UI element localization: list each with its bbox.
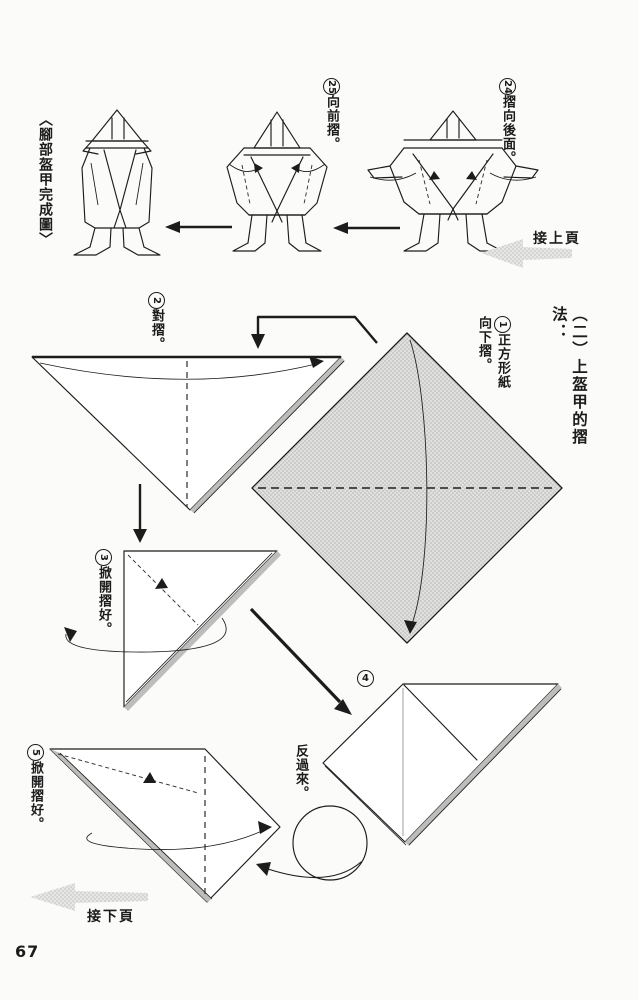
step1-paper-square: [251, 332, 563, 644]
step5-shape: [49, 748, 281, 903]
step5-circled-number: 5: [27, 744, 44, 761]
step1-to-step2-arrow: [251, 315, 378, 349]
section-title: （二）上盔甲的摺法：: [550, 306, 588, 446]
step3-circled-number: 3: [95, 549, 112, 566]
prev-page-label: 接上頁: [533, 231, 581, 247]
prev-page-arrow: [481, 239, 572, 268]
step3-caption: 3掀開摺好。: [94, 549, 113, 645]
step2-caption: 2對摺。: [147, 292, 166, 364]
origami-figure-completed: [73, 109, 161, 256]
open-out-curve-arrow: [86, 829, 265, 851]
open-out-curve-arrow: [65, 617, 227, 653]
fold-direction-arrowhead: [143, 772, 156, 783]
step24-circled-number: 24: [499, 78, 516, 95]
fold-direction-arrowhead: [155, 578, 168, 589]
fold-down-curve-arrow: [409, 339, 428, 625]
completed-diagram-label: 〈腳部盔甲完成圖〉: [37, 112, 53, 247]
origami-figure-step25: [226, 111, 328, 252]
origami-figure-step24: [367, 110, 539, 252]
fold-in-half-curve-arrow: [39, 362, 317, 380]
step4-circled-number: 4: [357, 670, 374, 687]
flip-over-arrow: [256, 805, 368, 881]
step5-caption: 5掀開摺好。: [26, 744, 45, 840]
step2-circled-number: 2: [148, 292, 165, 309]
fold-line: [57, 753, 199, 794]
step25-caption: 25向前摺。: [323, 78, 340, 151]
page-number: 67: [15, 942, 40, 961]
fold-line: [127, 554, 199, 626]
left-wing-flap: [367, 165, 403, 179]
fold-direction-arrowhead: [466, 171, 477, 180]
sequence-arrow-left: [165, 221, 232, 233]
step1-circled-number: 1: [494, 316, 511, 333]
step3-to-step4-arrow: [249, 607, 352, 715]
step2-folded-triangle: [31, 355, 345, 514]
step3-shape: [64, 550, 281, 711]
fold-direction-arrowhead: [254, 163, 263, 173]
step2-to-step3-arrow: [133, 484, 147, 543]
step24-caption: 24摺向後面。: [499, 78, 516, 165]
fold-direction-arrowhead: [291, 163, 300, 173]
flip-over-caption: 反過來。: [293, 744, 308, 800]
step4-shape: [322, 683, 562, 846]
sequence-arrow-right: [333, 222, 400, 234]
step1-caption: 1正方形紙向下摺。: [476, 316, 511, 389]
step25-circled-number: 25: [323, 78, 340, 95]
next-page-label: 接下頁: [87, 909, 135, 925]
right-wing-flap: [503, 165, 539, 179]
fold-direction-arrowhead: [429, 171, 440, 180]
next-page-arrow: [30, 883, 148, 911]
